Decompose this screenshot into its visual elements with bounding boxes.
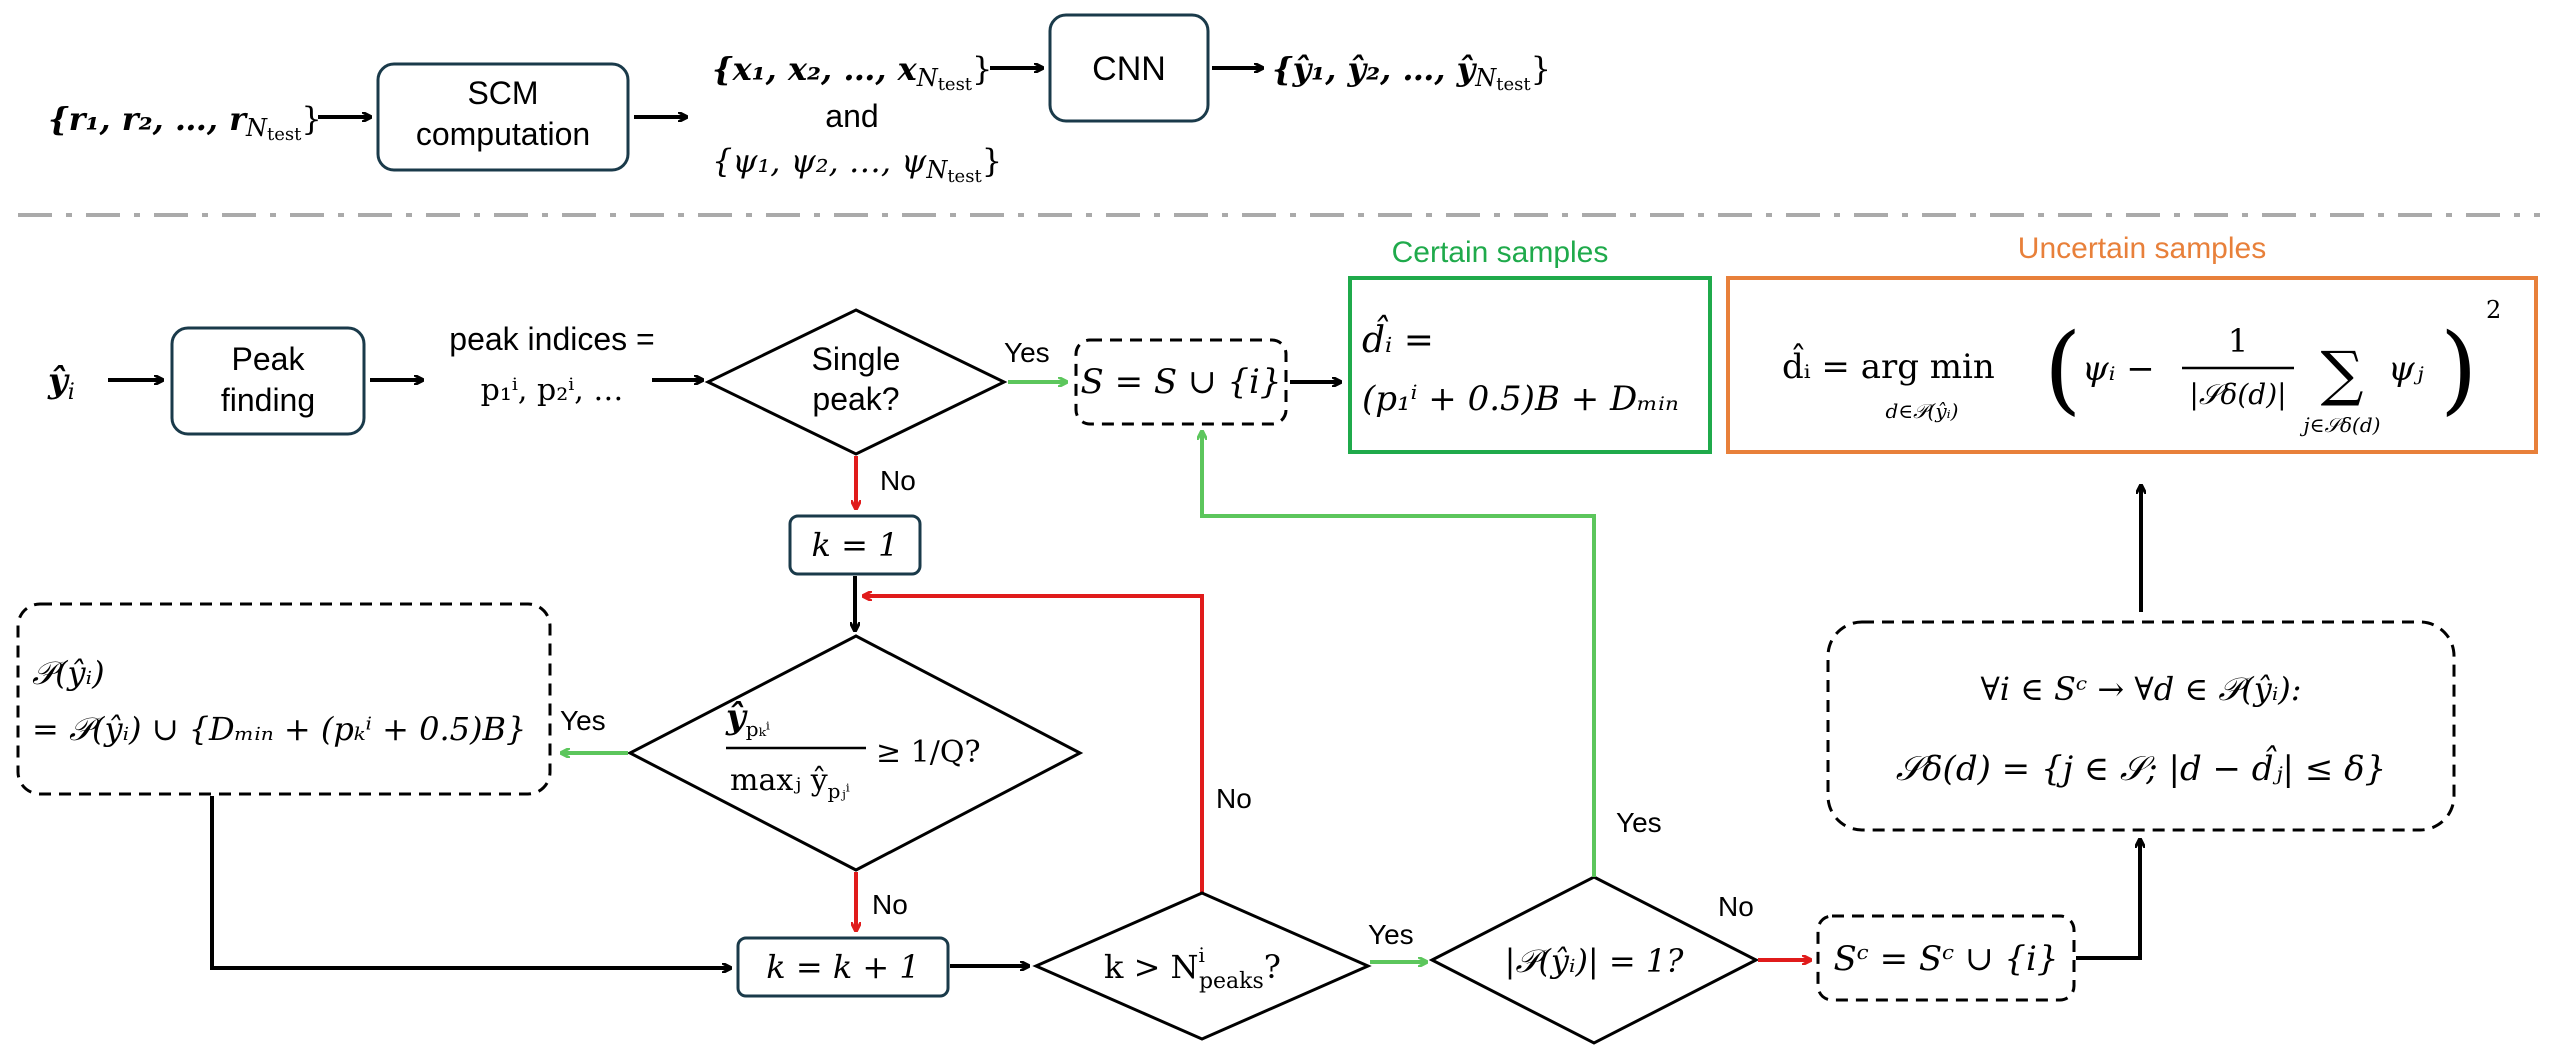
p-update-box <box>16 602 552 796</box>
ratio-denominator: maxⱼ ŷpⱼⁱ <box>730 763 850 803</box>
ratio-numerator: ŷpₖⁱ <box>725 697 770 741</box>
uncertain-sum-sub: j∈𝒮δ(d) <box>2300 413 2381 437</box>
no-label-single: No <box>880 465 916 496</box>
arrow-pcard-yes <box>1202 432 1596 877</box>
uncertain-paren-close: ) <box>2440 313 2477 425</box>
scm-label-line1: SCM <box>467 75 538 111</box>
certain-samples-title: Certain samples <box>1392 236 1609 269</box>
arrow-loop-no <box>864 596 1204 893</box>
cnn-box <box>1048 13 1210 123</box>
uncertain-psi-j: ψⱼ <box>2388 349 2424 389</box>
input-set-label: {r₁, r₂, …, rNtest} <box>48 100 322 145</box>
p-update-line1: 𝒫(ŷᵢ) <box>32 654 105 692</box>
arrow-sc-to-forall <box>2076 840 2140 960</box>
certain-formula-line2: (p₁ⁱ + 0.5)B + Dₘᵢₙ <box>1362 379 1679 419</box>
no-label-loop: No <box>1216 783 1252 814</box>
ratio-rhs: ≥ 1/Q? <box>876 735 981 770</box>
yes-label-pcard: Yes <box>1616 807 1662 838</box>
k-increment-label: k = k + 1 <box>766 948 919 986</box>
sc-update-label: Sᶜ = Sᶜ ∪ {i} <box>1834 939 2059 979</box>
uncertain-square: 2 <box>2486 296 2501 324</box>
uncertain-samples-box <box>1726 276 2538 454</box>
single-peak-line1: Single <box>812 341 901 377</box>
uncertain-one: 1 <box>2228 322 2248 360</box>
uncertain-sum: ∑ <box>2321 339 2364 409</box>
and-label: and <box>825 98 878 134</box>
y-set-label: {ŷ₁, ŷ₂, …, ŷNtest} <box>1272 50 1551 95</box>
peak-finding-line2: finding <box>221 382 315 418</box>
peak-indices-line2: p₁ⁱ, p₂ⁱ, … <box>481 373 624 408</box>
x-set-label: {x₁, x₂, …, xNtest} <box>712 50 992 95</box>
yes-label-ratio: Yes <box>560 705 606 736</box>
uncertain-formula: d̂ᵢ = arg min d∈𝒫(ŷᵢ) ( ψᵢ − 1 |𝒮δ(d)| ∑… <box>1782 296 2501 437</box>
ratio-formula: ŷpₖⁱ maxⱼ ŷpⱼⁱ ≥ 1/Q? <box>725 697 981 803</box>
forall-line2: 𝒮δ(d) = {j ∈ 𝒮; |d − d̂ⱼ| ≤ δ} <box>1896 746 2386 789</box>
certain-formula-line1: d̂ᵢ = <box>1362 315 1434 361</box>
uncertain-argmin-sub: d∈𝒫(ŷᵢ) <box>1886 399 1959 423</box>
single-peak-line2: peak? <box>812 381 899 417</box>
no-label-pcard: No <box>1718 891 1754 922</box>
peak-finding-box <box>170 326 366 436</box>
uncertain-denominator: |𝒮δ(d)| <box>2189 378 2286 411</box>
ratio-decision <box>626 634 1084 872</box>
k-increment-box <box>736 936 950 998</box>
p-card-decision <box>1428 875 1760 1045</box>
s-update-label: S = S ∪ {i} <box>1081 362 1282 402</box>
psi-set-label: {ψ₁, ψ₂, …, ψNtest} <box>712 142 1002 187</box>
cnn-label: CNN <box>1092 50 1166 88</box>
uncertain-psi-i: ψᵢ − <box>2082 349 2155 389</box>
arrow-p-to-kincr <box>210 796 730 968</box>
p-card-label: |𝒫(ŷᵢ)| = 1? <box>1505 942 1685 980</box>
p-update-line2: = 𝒫(ŷᵢ) ∪ {Dₘᵢₙ + (pₖⁱ + 0.5)B} <box>32 710 526 748</box>
forall-box <box>1826 620 2456 832</box>
uncertain-samples-title: Uncertain samples <box>2018 232 2266 265</box>
uncertain-argmin: d̂ᵢ = arg min <box>1782 344 1995 387</box>
y-hat-i-label: ŷi <box>47 361 75 405</box>
single-peak-decision <box>704 308 1008 456</box>
k-init-label: k = 1 <box>812 526 899 564</box>
k-gt-npeaks-decision <box>1032 891 1372 1041</box>
peak-indices-line1: peak indices = <box>449 321 654 357</box>
forall-line1: ∀i ∈ Sᶜ → ∀d ∈ 𝒫(ŷᵢ): <box>1980 670 2301 708</box>
yes-label-kgt: Yes <box>1368 919 1414 950</box>
peak-finding-line1: Peak <box>232 341 306 377</box>
k-init-box <box>788 514 922 576</box>
yes-label-single: Yes <box>1004 337 1050 368</box>
s-update-box <box>1074 338 1288 426</box>
no-label-ratio: No <box>872 889 908 920</box>
certain-samples-box <box>1348 276 1712 454</box>
sc-update-box <box>1816 914 2076 1002</box>
scm-label-line2: computation <box>416 116 590 152</box>
scm-computation-box <box>376 62 630 172</box>
uncertain-paren-open: ( <box>2044 313 2081 425</box>
